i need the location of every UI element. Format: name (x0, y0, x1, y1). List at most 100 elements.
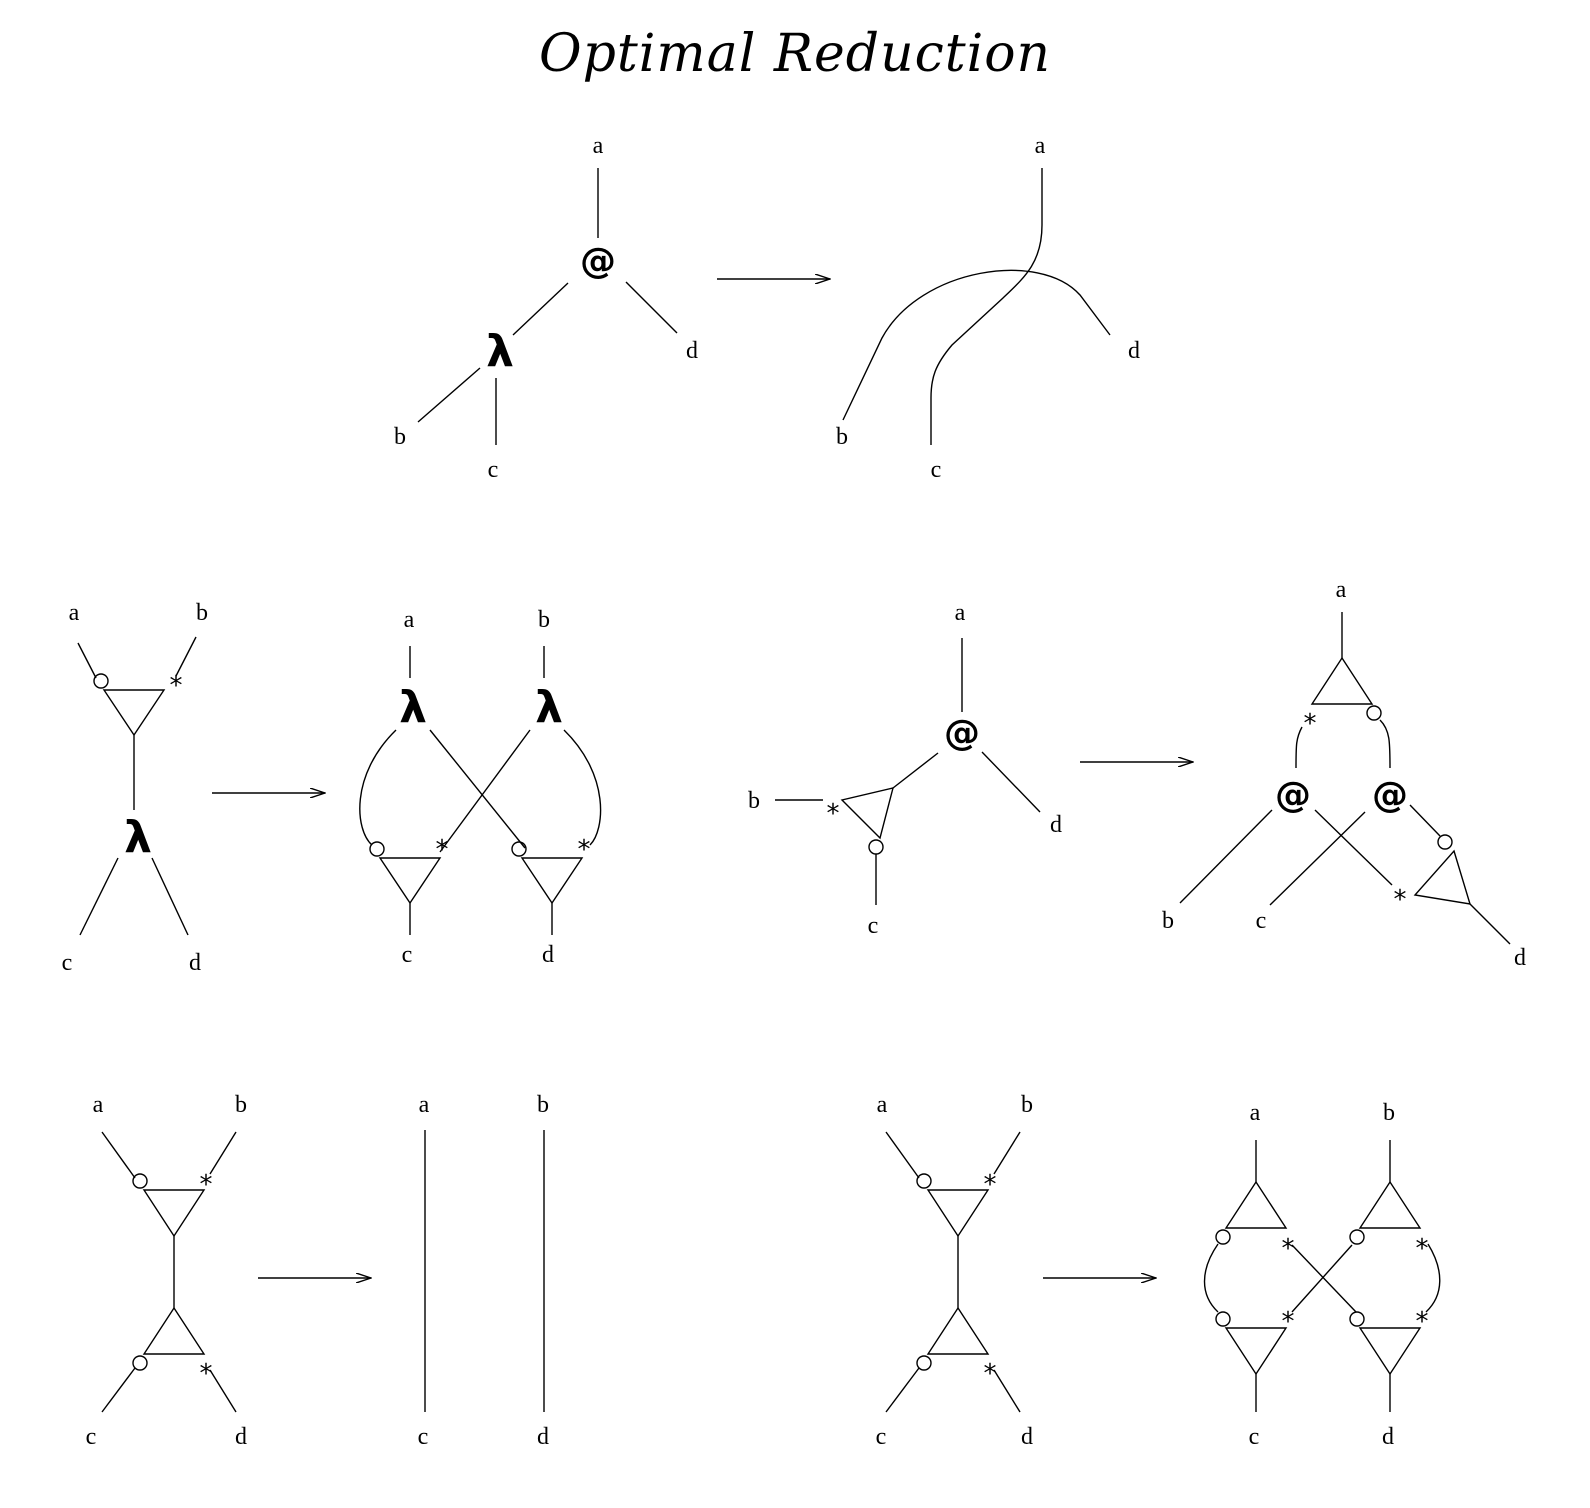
label-d: d (1514, 945, 1526, 971)
fan-port-star: * (200, 1359, 213, 1389)
rule-fan-fan-lhs: a b * * c d (876, 1092, 1033, 1450)
rule-fan-lambda-lhs: a b * λ c d (62, 600, 208, 976)
app-node: @ (1275, 775, 1311, 816)
label-a: a (593, 133, 604, 159)
label-c: c (931, 457, 942, 483)
fan-port-circle (916, 1173, 932, 1189)
fan-port-star: * (200, 1170, 213, 1200)
fan-node (142, 1306, 206, 1355)
fan-node (1224, 1327, 1288, 1376)
label-b: b (394, 424, 406, 450)
fan-port-star: * (436, 835, 449, 865)
label-a: a (1250, 1100, 1261, 1126)
label-c: c (62, 950, 73, 976)
fan-port-star: * (1304, 709, 1317, 739)
label-c: c (86, 1424, 97, 1450)
rule-beta-lhs: @ λ a d b c (394, 133, 698, 483)
rule-annihilation-lhs: a b * * c d (86, 1092, 247, 1450)
fan-node (102, 689, 166, 737)
fan-port-star: * (984, 1170, 997, 1200)
page-title: Optimal Reduction (538, 24, 1052, 84)
fan-node (926, 1189, 990, 1238)
fan-node (1413, 849, 1471, 905)
fan-port-star: * (170, 671, 183, 701)
fan-port-circle (1349, 1229, 1365, 1245)
rule-beta-rhs: a d b c (836, 133, 1140, 483)
label-d: d (235, 1424, 247, 1450)
label-d: d (1382, 1424, 1394, 1450)
label-a: a (955, 600, 966, 626)
label-c: c (876, 1424, 887, 1450)
rule-annihilation-rhs: a b c d (418, 1092, 549, 1450)
label-b: b (538, 607, 550, 633)
label-b: b (235, 1092, 247, 1118)
label-b: b (196, 600, 208, 626)
label-b: b (1162, 908, 1174, 934)
label-d: d (189, 950, 201, 976)
fan-node (926, 1306, 990, 1355)
fan-port-circle (1366, 705, 1382, 721)
label-a: a (877, 1092, 888, 1118)
lambda-node: λ (486, 326, 514, 377)
app-node: @ (944, 713, 980, 754)
fan-port-circle (916, 1355, 932, 1371)
label-d: d (542, 942, 554, 968)
label-c: c (868, 913, 879, 939)
fan-port-circle (511, 841, 527, 857)
label-d: d (1050, 812, 1062, 838)
label-d: d (686, 338, 698, 364)
fan-port-circle (369, 841, 385, 857)
fan-port-star: * (578, 835, 591, 865)
label-a: a (1336, 577, 1347, 603)
rule-fan-lambda-rhs: a b λ λ * * c d (359, 607, 602, 968)
fan-node (142, 1189, 206, 1238)
label-a: a (419, 1092, 430, 1118)
fan-port-star: * (1282, 1234, 1295, 1264)
label-a: a (404, 607, 415, 633)
label-d: d (1128, 338, 1140, 364)
label-c: c (418, 1424, 429, 1450)
fan-port-circle (868, 839, 884, 855)
app-node: @ (1372, 775, 1408, 816)
fan-port-circle (132, 1355, 148, 1371)
fan-port-circle (1215, 1229, 1231, 1245)
fan-node (1310, 656, 1374, 705)
fan-port-star: * (984, 1359, 997, 1389)
label-a: a (93, 1092, 104, 1118)
label-c: c (488, 457, 499, 483)
fan-port-circle (1437, 834, 1453, 850)
label-b: b (537, 1092, 549, 1118)
lambda-node: λ (399, 682, 427, 733)
fan-port-star: * (1394, 885, 1407, 915)
lambda-node: λ (124, 812, 152, 863)
label-d: d (537, 1424, 549, 1450)
rule-fan-app-lhs: a @ d * b c (748, 600, 1062, 939)
fan-node (378, 857, 442, 905)
fan-port-circle (93, 673, 109, 689)
label-b: b (748, 788, 760, 814)
fan-node (1358, 1180, 1422, 1229)
fan-port-star: * (827, 799, 840, 829)
fan-port-star: * (1416, 1234, 1429, 1264)
fan-node (840, 787, 894, 840)
lambda-node: λ (535, 682, 563, 733)
fan-port-circle (1349, 1311, 1365, 1327)
app-node: @ (580, 241, 616, 282)
fan-node (1224, 1180, 1288, 1229)
label-a: a (69, 600, 80, 626)
label-d: d (1021, 1424, 1033, 1450)
label-b: b (836, 424, 848, 450)
fan-port-circle (1215, 1311, 1231, 1327)
label-c: c (1249, 1424, 1260, 1450)
label-c: c (402, 942, 413, 968)
label-b: b (1021, 1092, 1033, 1118)
fan-port-circle (132, 1173, 148, 1189)
label-a: a (1035, 133, 1046, 159)
rule-fan-app-rhs: a * @ @ * b c d (1162, 577, 1526, 971)
label-c: c (1256, 908, 1267, 934)
rule-fan-fan-rhs: a b * * * * c d (1203, 1100, 1441, 1450)
fan-node (520, 857, 584, 905)
fan-node (1358, 1327, 1422, 1376)
label-b: b (1383, 1100, 1395, 1126)
